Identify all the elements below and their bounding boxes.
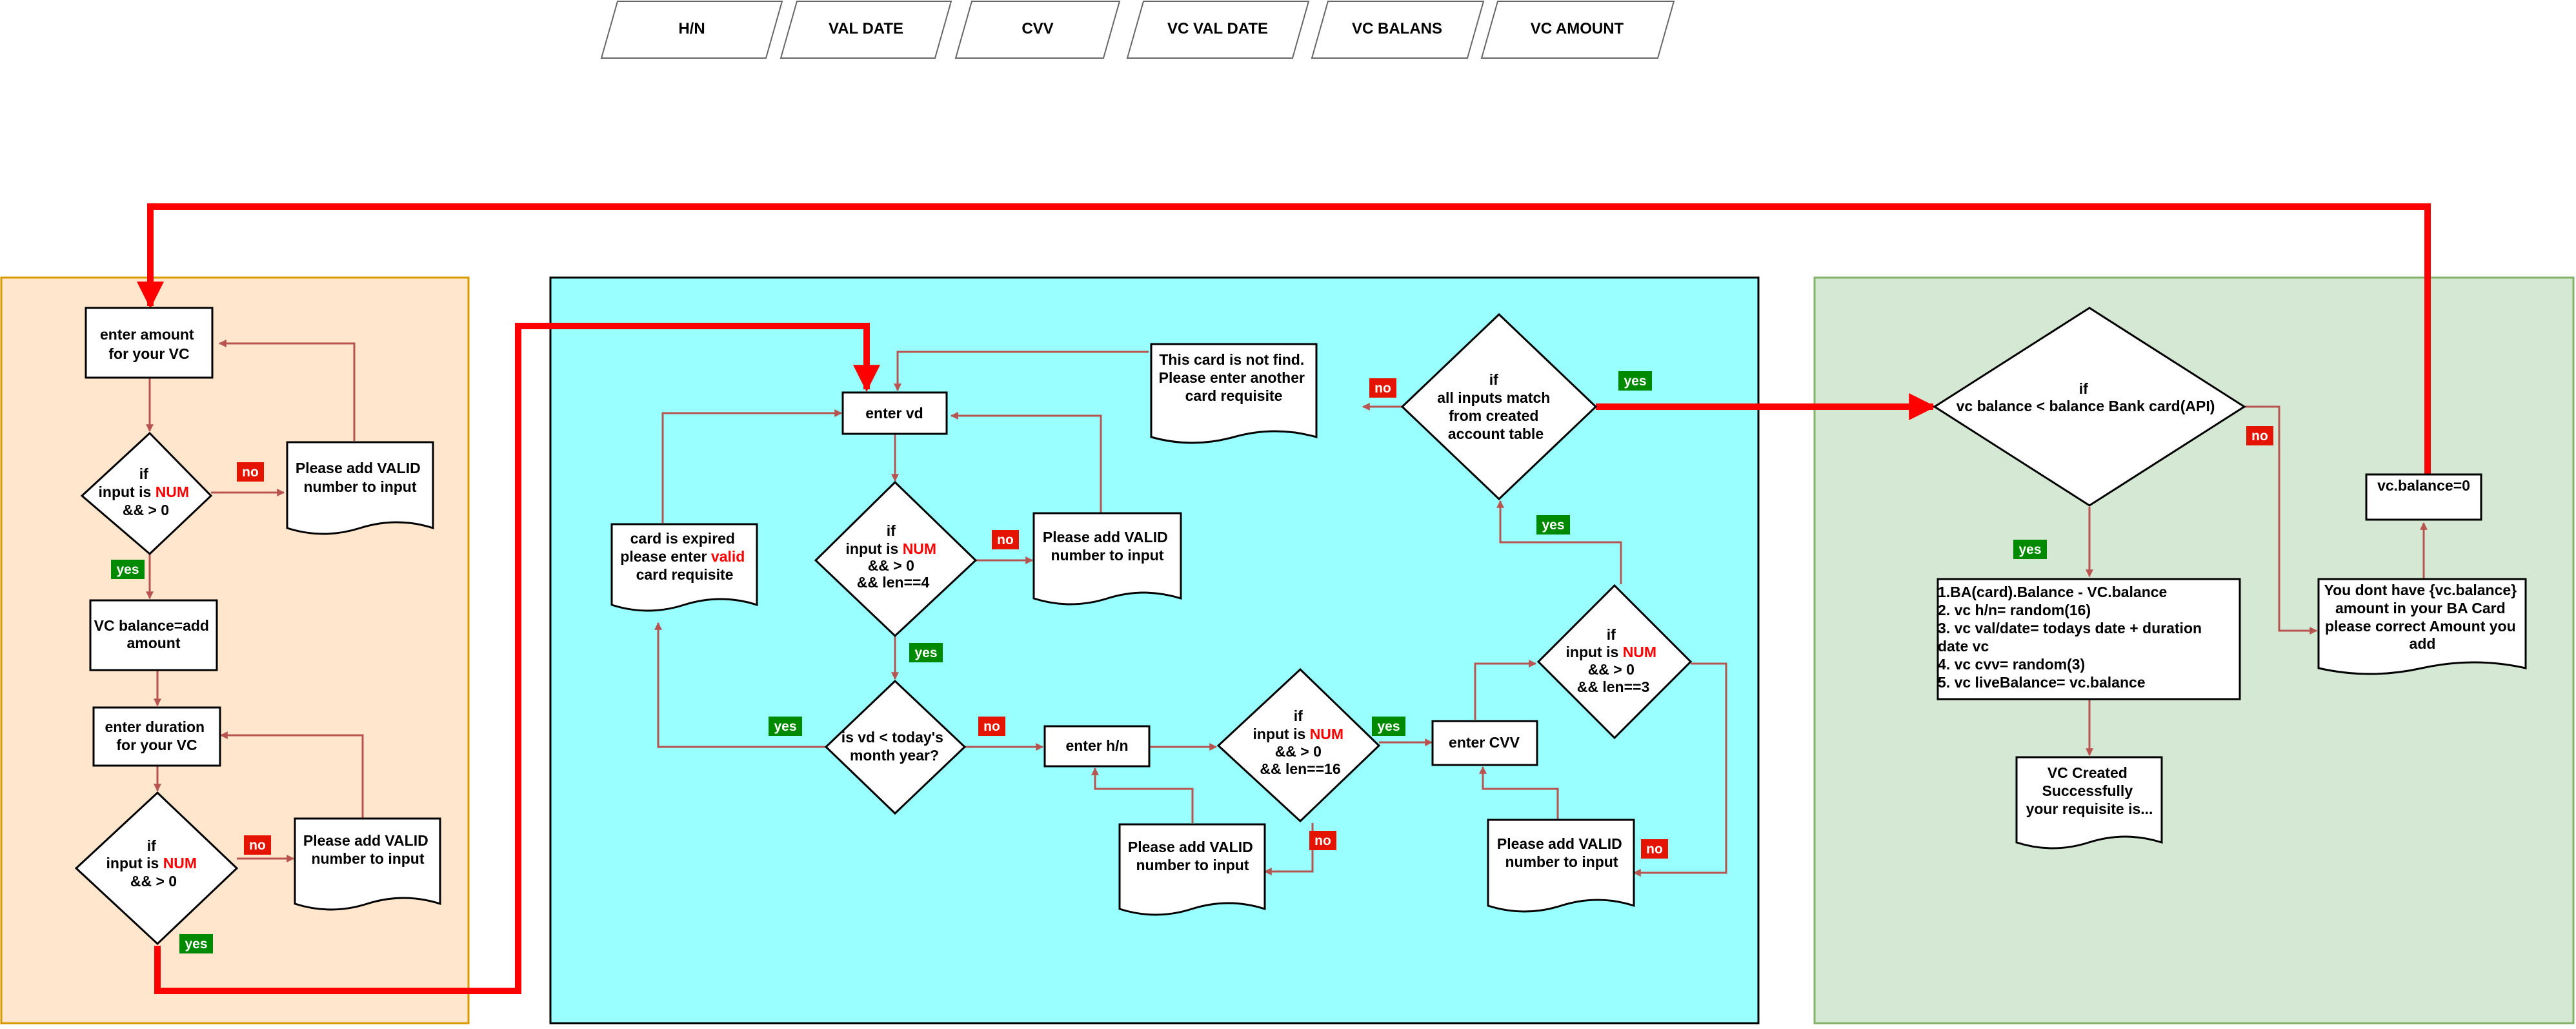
svg-text:if input is NUM &&: if input is NUM && > 0 && len==16 <box>1253 708 1348 777</box>
svg-text:no: no <box>2251 429 2268 443</box>
invalid-vd-doc: Please add VALID number to input <box>1032 512 1182 606</box>
svg-text:VC Created Successfully: VC Created Successfully your requisite i… <box>2026 764 2153 817</box>
badge-yes-match: yes <box>1618 371 1652 391</box>
svg-text:no: no <box>983 719 1000 734</box>
enter-hn-node: enter h/n <box>1043 725 1151 768</box>
enter-duration-node: enter duration for your VC <box>92 706 221 767</box>
badge-yes-vd: yes <box>909 643 943 662</box>
svg-text:yes: yes <box>914 646 937 660</box>
svg-text:VC balance=add amount: VC balance=add amount <box>94 617 214 651</box>
svg-text:if input is NUM &&: if input is NUM && > 0 <box>106 837 201 890</box>
badge-no-balance: no <box>2246 426 2273 445</box>
badge-no-amount: no <box>237 462 264 482</box>
svg-text:if input is NUM &&: if input is NUM && > 0 && len==3 <box>1566 626 1661 695</box>
main-flow <box>137 203 2431 994</box>
badge-no-month: no <box>978 717 1005 736</box>
invalid-duration-doc: Please add VALID number to input <box>294 817 441 911</box>
check-amount-decision: if input is NUM && > 0 <box>80 431 213 556</box>
field-val-date-label: VAL DATE <box>829 20 903 37</box>
svg-text:is vd < today's month ye: is vd < today's month year? <box>841 729 948 764</box>
svg-text:no: no <box>249 838 266 853</box>
check-balance-decision: if vc balance < balance Bank card(API) <box>1933 307 2246 507</box>
badge-yes-balance: yes <box>2013 540 2047 559</box>
field-vc-amount: VC AMOUNT <box>1480 0 1675 59</box>
check-match-decision: if all inputs match from created account… <box>1400 312 1598 501</box>
svg-text:no: no <box>1646 842 1663 857</box>
check-month-decision: is vd < today's month year? <box>824 679 967 815</box>
svg-text:enter vd: enter vd <box>865 405 923 422</box>
low-balance-doc: You dont have {vc.balance} amount in you… <box>2317 578 2527 675</box>
field-val-date: VAL DATE <box>780 0 952 59</box>
svg-text:vc.balance=0: vc.balance=0 <box>2377 477 2470 494</box>
vc-created-doc: VC Created Successfully your requisite i… <box>2015 756 2163 850</box>
svg-text:yes: yes <box>1542 518 1564 533</box>
field-hn: H/N <box>600 0 783 59</box>
svg-text:no: no <box>997 533 1014 547</box>
check-vd-decision: if input is NUM && > 0 && len==4 <box>814 480 978 638</box>
svg-text:yes: yes <box>1624 374 1646 389</box>
enter-cvv-node: enter CVV <box>1431 720 1538 766</box>
svg-text:no: no <box>1314 833 1331 848</box>
field-cvv-label: CVV <box>1021 20 1053 37</box>
field-vc-balans-label: VC BALANS <box>1352 20 1442 37</box>
check-duration-decision: if input is NUM && > 0 <box>74 791 239 946</box>
svg-text:yes: yes <box>1377 719 1400 734</box>
set-balance-node: VC balance=add amount <box>89 599 218 671</box>
svg-text:Please add VALID number: Please add VALID number to input <box>1043 529 1172 564</box>
badge-no-cvv: no <box>1641 839 1668 859</box>
badge-yes-hn: yes <box>1372 717 1405 736</box>
svg-text:Please add VALID number: Please add VALID number to input <box>303 832 432 867</box>
svg-text:if all inputs match: if all inputs match from created account… <box>1437 371 1554 442</box>
invalid-cvv-doc: Please add VALID number to input <box>1487 819 1635 913</box>
svg-text:Please add VALID number: Please add VALID number to input <box>296 460 425 495</box>
svg-text:Please add VALID number: Please add VALID number to input <box>1497 835 1626 870</box>
check-cvv-decision: if input is NUM && > 0 && len==3 <box>1536 584 1693 740</box>
amount-panel <box>0 276 470 1024</box>
svg-text:yes: yes <box>774 719 796 734</box>
field-vc-balans: VC BALANS <box>1311 0 1485 59</box>
field-vc-amount-label: VC AMOUNT <box>1531 20 1624 37</box>
svg-text:Please add VALID number: Please add VALID number to input <box>1128 839 1257 873</box>
svg-text:no: no <box>242 465 259 480</box>
field-hn-label: H/N <box>678 20 705 37</box>
badge-no-match: no <box>1369 378 1396 398</box>
svg-text:enter CVV: enter CVV <box>1449 734 1520 751</box>
svg-text:1.BA(card).Balance - VC.balanc: 1.BA(card).Balance - VC.balance 2. vc h/… <box>1938 584 2206 691</box>
badge-yes-duration: yes <box>179 934 213 953</box>
badge-yes-amount: yes <box>111 560 145 579</box>
svg-text:if input is NUM &&: if input is NUM && > 0 && len==4 <box>846 522 941 591</box>
badge-no-duration: no <box>244 835 271 855</box>
field-vc-val-date-label: VC VAL DATE <box>1167 20 1268 37</box>
badge-yes-month: yes <box>769 717 802 736</box>
reset-balance-node: vc.balance=0 <box>2365 473 2482 521</box>
svg-text:yes: yes <box>2018 542 2041 557</box>
svg-text:no: no <box>1374 381 1391 396</box>
svg-text:enter amount for your VC: enter amount for your VC <box>100 326 198 362</box>
badge-yes-cvv: yes <box>1536 515 1570 535</box>
svg-text:if input is NUM &&: if input is NUM && > 0 <box>99 465 194 518</box>
field-vc-val-date: VC VAL DATE <box>1126 0 1310 59</box>
field-cvv: CVV <box>954 0 1121 59</box>
svg-text:This card is not find. P: This card is not find. Please enter anot… <box>1159 351 1309 404</box>
svg-text:yes: yes <box>116 562 139 577</box>
svg-text:card is expired please e: card is expired please enter valid card … <box>620 530 749 583</box>
enter-amount-node: enter amount for your VC <box>85 307 214 379</box>
badge-no-vd: no <box>992 530 1019 549</box>
invalid-amount-doc: Please add VALID number to input <box>286 441 434 535</box>
svg-text:enter duration for your: enter duration for your VC <box>105 718 208 753</box>
enter-vd-node: enter vd <box>841 391 948 435</box>
card-expired-doc: card is expired please enter valid card … <box>610 523 758 612</box>
connectors <box>146 340 2428 877</box>
svg-text:enter h/n: enter h/n <box>1065 737 1128 754</box>
badge-no-hn: no <box>1309 831 1336 850</box>
check-hn-decision: if input is NUM && > 0 && len==16 <box>1216 667 1381 823</box>
svg-text:yes: yes <box>185 937 207 952</box>
card-not-found-doc: This card is not find. Please enter anot… <box>1150 343 1318 444</box>
create-vc-process: 1.BA(card).Balance - VC.balance 2. vc h/… <box>1937 578 2241 700</box>
invalid-hn-doc: Please add VALID number to input <box>1118 823 1266 916</box>
svg-text:if vc balance < balance: if vc balance < balance Bank card(API) <box>1957 380 2215 414</box>
svg-text:You dont have {vc.balance}: You dont have {vc.balance} amount in you… <box>2324 582 2521 652</box>
